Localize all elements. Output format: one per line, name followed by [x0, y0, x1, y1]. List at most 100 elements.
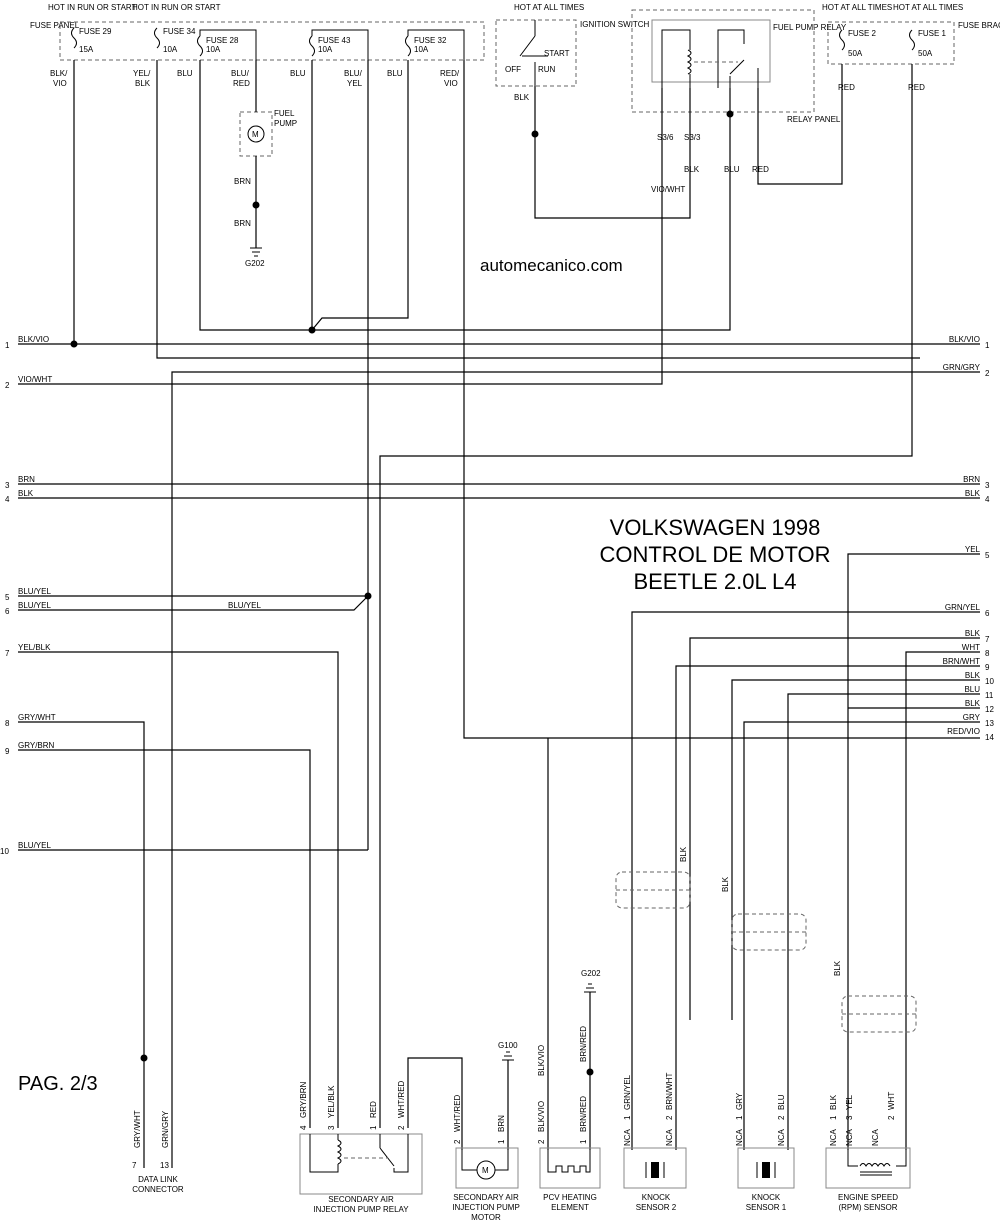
svg-text:RED/VIO: RED/VIO: [947, 727, 980, 736]
svg-text:BLU/YEL: BLU/YEL: [228, 601, 261, 610]
svg-text:VIO/WHT: VIO/WHT: [18, 375, 52, 384]
svg-text:4: 4: [5, 495, 10, 504]
svg-text:7: 7: [985, 635, 990, 644]
svg-text:BLU/YEL: BLU/YEL: [18, 601, 51, 610]
svg-text:11: 11: [985, 691, 994, 700]
sec-air-pin-4: 4: [299, 1125, 308, 1130]
svg-text:8: 8: [985, 649, 990, 658]
ground-g100: [502, 1051, 514, 1061]
svg-text:GRY: GRY: [963, 713, 981, 722]
fuel-pump-relay-label: FUEL PUMP RELAY: [773, 23, 847, 32]
pcv-upper-wire-1: BLK/VIO: [537, 1045, 546, 1076]
sec-motor-label: SECONDARY AIR: [453, 1193, 519, 1202]
svg-text:BLK/VIO: BLK/VIO: [18, 335, 49, 344]
relay-panel-label: RELAY PANEL: [787, 115, 841, 124]
rpm-wire-2: YEL: [845, 1094, 854, 1110]
wire-blu-relay: BLU: [724, 165, 740, 174]
hot-all-times-2: HOT AT ALL TIMES: [822, 3, 892, 12]
rpm-pin-1: 1: [829, 1115, 838, 1120]
knock2-box: [623, 1147, 687, 1189]
shield-blk-2: BLK: [721, 876, 730, 892]
fuse-1-symbol: [909, 29, 915, 51]
sec-air-motor-box: [455, 1147, 519, 1189]
rpm-label-2: (RPM) SENSOR: [838, 1203, 897, 1212]
svg-text:WHT: WHT: [962, 643, 980, 652]
title-line-2: CONTROL DE MOTOR: [599, 542, 830, 567]
svg-text:GRN/GRY: GRN/GRY: [943, 363, 981, 372]
fuel-pump-m: M: [252, 130, 259, 139]
knock1-nca-1: NCA: [735, 1128, 744, 1146]
fuse-34-label: FUSE 34: [163, 27, 196, 36]
relay-coil: [661, 29, 759, 88]
wire-blu-top-1: BLU: [177, 69, 193, 78]
fuse-2-amps: 50A: [848, 49, 863, 58]
junction-dots: [70, 110, 734, 1076]
svg-text:BRN/WHT: BRN/WHT: [943, 657, 980, 666]
sec-air-motor-leads: [461, 1150, 509, 1171]
fuse-bracket-box: [827, 21, 955, 65]
svg-text:BRN: BRN: [963, 475, 980, 484]
dlc-pin-2: 13: [160, 1161, 169, 1170]
sec-air-relay-coil: [309, 1134, 409, 1173]
knock2-pin-2: 2: [665, 1115, 674, 1120]
svg-text:BLK: BLK: [965, 671, 981, 680]
svg-text:YEL: YEL: [965, 545, 981, 554]
pcv-wire-2: BRN/RED: [579, 1096, 588, 1132]
relay-panel-box: [631, 9, 815, 113]
fuse-1-label: FUSE 1: [918, 29, 947, 38]
pcv-box: [539, 1147, 601, 1189]
svg-text:BLK: BLK: [18, 489, 34, 498]
rpm-nca-2: NCA: [845, 1128, 854, 1146]
hot-run-start-2: HOT IN RUN OR START: [132, 3, 221, 12]
sec-air-wire-1: GRY/BRN: [299, 1081, 308, 1118]
sec-air-motor-m: M: [482, 1166, 489, 1175]
wire-yel-blk-top2: BLK: [135, 79, 151, 88]
wire-blu-red-top2: RED: [233, 79, 250, 88]
fuse-34-amps: 10A: [163, 45, 178, 54]
rpm-pin-3: 3: [845, 1115, 854, 1120]
sec-motor-wire-2: BRN: [497, 1115, 506, 1132]
page-label: PAG. 2/3: [18, 1073, 98, 1095]
svg-text:BRN: BRN: [18, 475, 35, 484]
knock1-label-2: SENSOR 1: [746, 1203, 787, 1212]
svg-text:3: 3: [5, 481, 10, 490]
svg-text:5: 5: [985, 551, 990, 560]
knock2-nca-1: NCA: [623, 1128, 632, 1146]
svg-text:6: 6: [5, 607, 10, 616]
ignition-switch-label: IGNITION SWITCH: [580, 20, 650, 29]
fuse-bus-2: [311, 29, 369, 60]
svg-text:2: 2: [985, 369, 990, 378]
fuse-28-amps: 10A: [206, 45, 221, 54]
knock1-element: [762, 1162, 770, 1178]
sec-air-pin-2: 2: [397, 1125, 406, 1130]
svg-text:BLK: BLK: [965, 699, 981, 708]
shields: [615, 871, 917, 1033]
knock1-box: [737, 1147, 795, 1189]
fuse-29-label: FUSE 29: [79, 27, 112, 36]
svg-text:BLU/YEL: BLU/YEL: [18, 587, 51, 596]
left-row-labels: 1 BLK/VIO 2 VIO/WHT 3 BRN 4 BLK 5 BLU/YE…: [0, 335, 261, 856]
rpm-pin-2: 2: [887, 1115, 896, 1120]
svg-text:BLK/VIO: BLK/VIO: [949, 335, 980, 344]
sw-run: RUN: [538, 65, 556, 74]
pcv-label: PCV HEATING: [543, 1193, 597, 1202]
title-line-1: VOLKSWAGEN 1998: [610, 515, 821, 540]
sec-motor-label-2: INJECTION PUMP: [452, 1203, 520, 1212]
g202-bottom-label: G202: [581, 969, 601, 978]
fuse-32-amps: 10A: [414, 45, 429, 54]
fuse-bus-3: [407, 29, 465, 60]
rpm-box: [825, 1147, 911, 1189]
knock2-element: [651, 1162, 659, 1178]
shield-blk-1: BLK: [679, 846, 688, 862]
svg-text:GRN/YEL: GRN/YEL: [945, 603, 981, 612]
sec-motor-pin-1: 1: [497, 1139, 506, 1144]
knock2-wire-2: BRN/WHT: [665, 1073, 674, 1110]
knock1-wire-1: GRY: [735, 1092, 744, 1110]
svg-text:14: 14: [985, 733, 994, 742]
rpm-label: ENGINE SPEED: [838, 1193, 898, 1202]
knock1-pin-2: 2: [777, 1115, 786, 1120]
pcv-label-2: ELEMENT: [551, 1203, 589, 1212]
fuse-28-symbol: [197, 35, 203, 57]
svg-text:2: 2: [5, 381, 10, 390]
